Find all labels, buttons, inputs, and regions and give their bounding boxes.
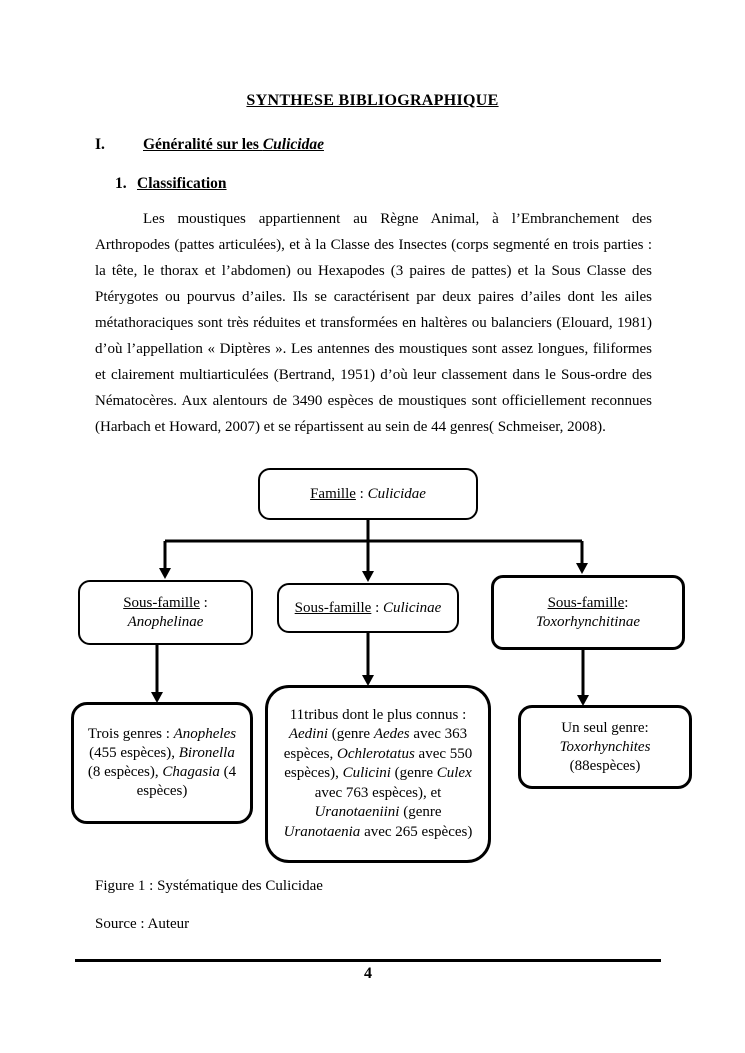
un-seul-genre-line1: Un seul genre: <box>561 719 649 736</box>
famille-box: Famille : Culicidae <box>258 468 478 520</box>
culicinae-label: Sous-famille : Culicinae <box>294 599 442 616</box>
section-heading-text: Généralité sur les Culicidae <box>143 136 324 153</box>
trois-genres-box: Trois genres : Anopheles (455 espèces), … <box>71 702 253 824</box>
anophelinae-label-line1: Sous-famille : <box>123 594 208 611</box>
sous-famille-toxorhynchitinae-box: Sous-famille: Toxorhynchitinae <box>491 575 685 650</box>
anophelinae-label-line2: Anophelinae <box>127 613 204 630</box>
famille-label: Famille : Culicidae <box>310 485 426 502</box>
subsection-heading: 1. Classification <box>115 175 745 193</box>
subsection-numeral: 1. <box>115 175 127 192</box>
toxorhynchitinae-label-line1: Sous-famille: <box>547 594 629 611</box>
diagram-connector-arrows <box>151 520 589 706</box>
section-numeral: I. <box>95 136 105 153</box>
figure-diagram: Famille : Culicidae Sous-famille : Anoph… <box>0 466 745 868</box>
page-number: 4 <box>364 965 372 982</box>
sous-famille-anophelinae-box: Sous-famille : Anophelinae <box>78 580 253 645</box>
un-seul-genre-line3: (88espèces) <box>569 757 641 774</box>
sous-famille-culicinae-box: Sous-famille : Culicinae <box>277 583 459 633</box>
title-row: SYNTHESE BIBLIOGRAPHIQUE <box>0 0 745 110</box>
source-caption: Source : Auteur <box>95 916 190 932</box>
un-seul-genre-box: Un seul genre: Toxorhynchites (88espèces… <box>518 705 692 789</box>
figure-caption: Figure 1 : Systématique des Culicidae <box>95 878 323 894</box>
tribus-text: 11tribus dont le plus connus : Aedini (g… <box>283 706 473 840</box>
page-title: SYNTHESE BIBLIOGRAPHIQUE <box>246 92 499 109</box>
un-seul-genre-line2: Toxorhynchites <box>559 738 651 755</box>
tribus-box: 11tribus dont le plus connus : Aedini (g… <box>265 685 491 863</box>
body-paragraph: Les moustiques appartiennent au Règne An… <box>95 211 652 435</box>
toxorhynchitinae-label-line2: Toxorhynchitinae <box>535 613 641 630</box>
subsection-heading-text: Classification <box>137 175 227 192</box>
section-heading: I. Généralité sur les Culicidae <box>95 136 745 154</box>
trois-genres-text: Trois genres : Anopheles (455 espèces), … <box>87 726 237 799</box>
footer-rule <box>75 959 661 962</box>
